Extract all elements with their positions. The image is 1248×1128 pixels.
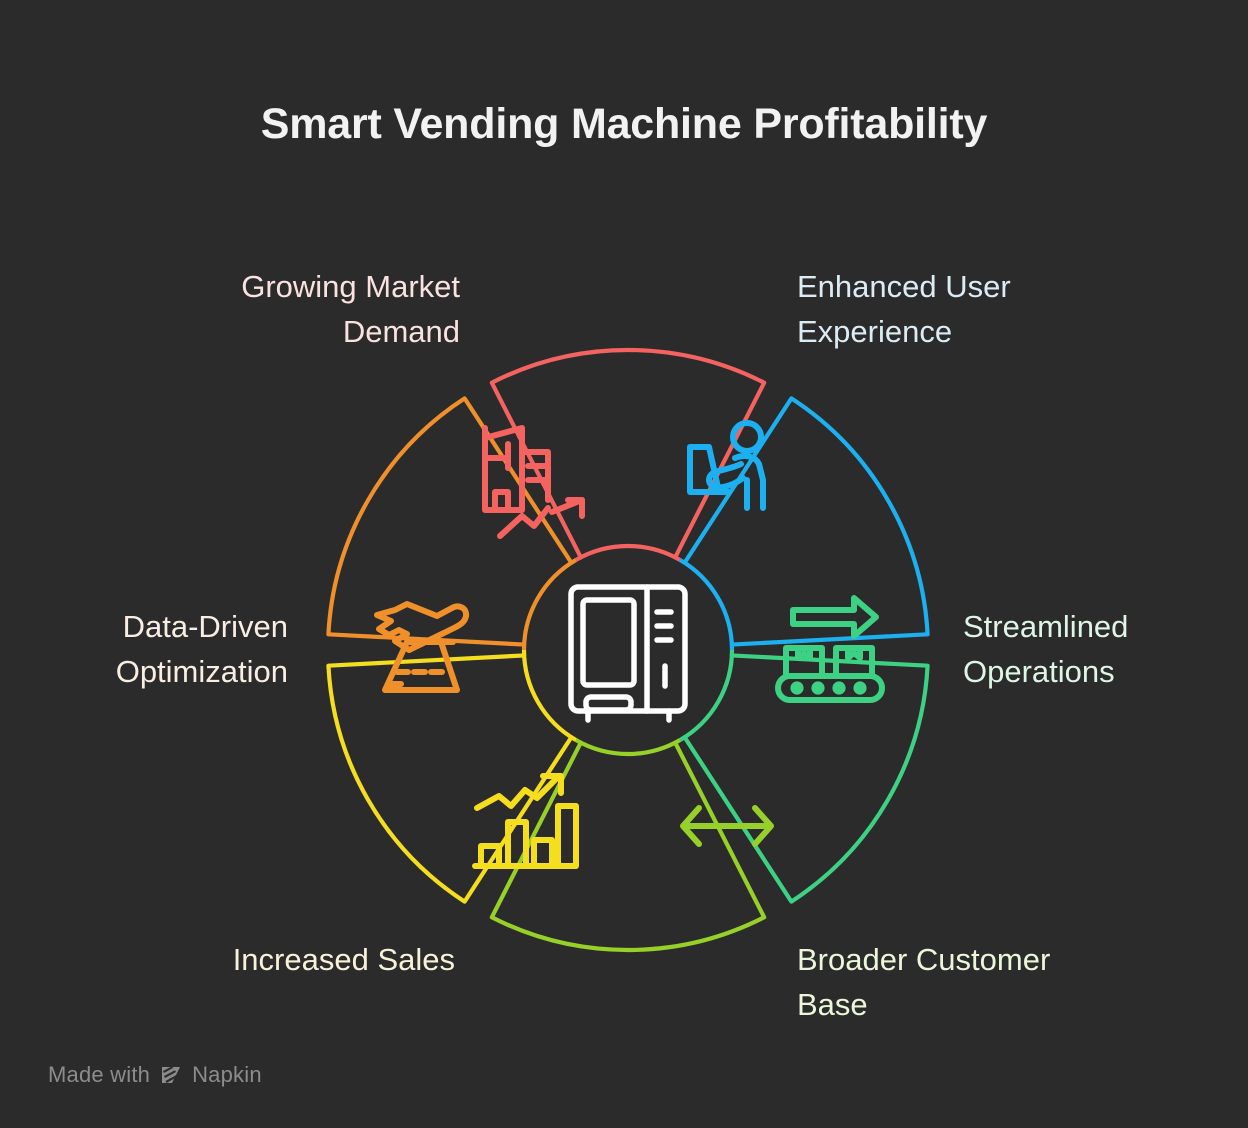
footer-attribution: Made with Napkin: [48, 1062, 262, 1088]
center-arc-data-driven-optimization: [521, 558, 578, 651]
footer-made-with-text: Made with: [48, 1062, 151, 1087]
double-arrow-horizontal-icon: [680, 805, 774, 847]
center-arc-enhanced-user-experience: [678, 558, 735, 651]
petal-group: [326, 347, 930, 953]
footer-brand-text: Napkin: [192, 1062, 262, 1087]
center-arc-growing-market-demand: [574, 543, 682, 562]
vending-machine-icon: [568, 584, 688, 723]
napkin-chevron-logo: [162, 1066, 181, 1083]
conveyor-belt-arrow-icon: [775, 595, 885, 703]
center-ring-group: [521, 543, 735, 757]
person-at-kiosk-icon: [687, 420, 766, 511]
petal-data-driven-optimization: [326, 396, 574, 647]
petal-enhanced-user-experience: [682, 396, 930, 647]
label-data-driven-optimization: Data-Driven Optimization: [115, 609, 288, 689]
petal-streamlined-operations: [682, 653, 930, 904]
label-growing-market-demand: Growing Market Demand: [241, 269, 460, 349]
bar-chart-growth-icon: [472, 773, 579, 869]
label-broader-customer-base: Broader Customer Base: [797, 942, 1051, 1022]
page-title: Smart Vending Machine Profitability: [260, 100, 988, 148]
petal-broader-customer-base: [489, 740, 767, 953]
buildings-growth-chart-icon: [482, 425, 585, 539]
center-arc-broader-customer-base: [574, 738, 682, 757]
center-arc-increased-sales: [521, 649, 578, 742]
petal-increased-sales: [326, 653, 574, 904]
petal-growing-market-demand: [489, 347, 767, 560]
label-increased-sales: Increased Sales: [232, 942, 455, 977]
label-streamlined-operations: Streamlined Operations: [963, 609, 1129, 689]
center-arc-streamlined-operations: [678, 649, 735, 742]
label-enhanced-user-experience: Enhanced User Experience: [797, 269, 1011, 349]
airplane-runway-icon: [374, 601, 470, 693]
